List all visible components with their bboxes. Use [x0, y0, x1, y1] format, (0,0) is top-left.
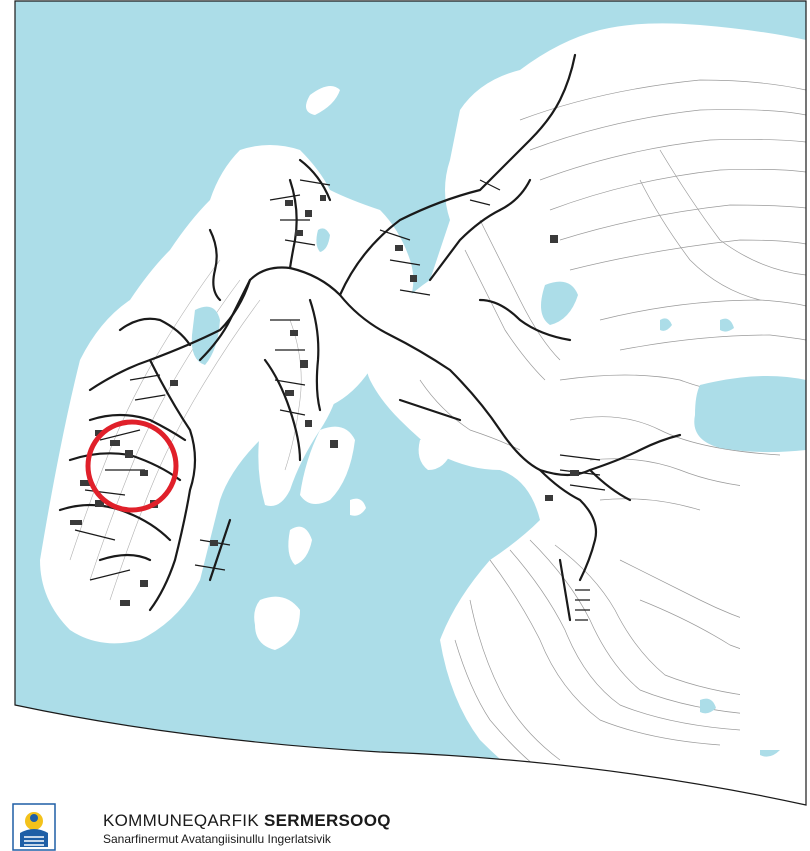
mainland — [366, 23, 806, 805]
lake-3 — [316, 228, 330, 252]
organization-brand: SERMERSOOQ — [264, 811, 391, 830]
west-peninsula — [40, 145, 414, 644]
lake-2 — [541, 281, 578, 325]
organization-name: KOMMUNEQARFIK SERMERSOOQ — [103, 811, 391, 831]
organization-subtitle: Sanarfinermut Avatangiisinullu Ingerlats… — [103, 832, 331, 846]
footer: KOMMUNEQARFIK SERMERSOOQ Sanarfinermut A… — [0, 795, 810, 851]
minor-streets — [74, 179, 606, 621]
lake-6 — [700, 698, 716, 714]
island-east-small — [350, 498, 366, 516]
highlight-marker[interactable] — [85, 419, 179, 513]
organization-prefix: KOMMUNEQARFIK — [103, 811, 264, 830]
lake-large-east — [694, 376, 806, 453]
lake-8 — [720, 318, 734, 332]
island-mid — [418, 436, 452, 470]
map-border — [14, 0, 807, 806]
island-south-1 — [254, 596, 300, 650]
municipal-coat-of-arms-icon — [12, 803, 56, 851]
island-central — [300, 426, 355, 504]
lake-5 — [660, 318, 672, 331]
island-north — [306, 86, 340, 115]
lake-4 — [364, 181, 378, 198]
map-blank-area — [740, 465, 806, 750]
central-peninsula — [258, 286, 346, 506]
island-south-2 — [288, 526, 312, 565]
buildings — [70, 195, 579, 606]
